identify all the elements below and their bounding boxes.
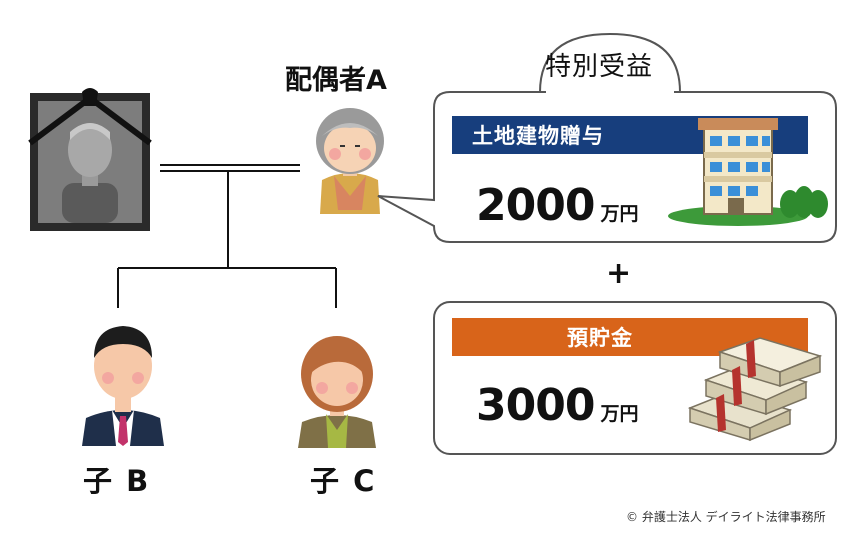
copyright-text: © 弁護士法人 デイライト法律事務所 [626,510,826,524]
plus-sign: + [606,256,632,291]
child-c-label: 子 C [310,464,377,498]
spouse-a-illustration [316,108,384,214]
deceased-portrait [28,88,152,231]
deposits-amount-unit: 万円 [600,403,639,425]
land-building-amount-value: 2000 [476,180,595,231]
money-stacks-icon [687,337,823,442]
child-c-illustration [298,336,376,448]
land-building-amount-unit: 万円 [600,203,639,225]
child-b-illustration [82,326,164,446]
deposits-amount-value: 3000 [476,380,595,431]
child-b-label: 子 B [83,464,151,498]
building-icon [668,118,828,226]
special-benefit-title: 特別受益 [545,52,654,82]
spouse-a-label: 配偶者A [285,65,387,96]
